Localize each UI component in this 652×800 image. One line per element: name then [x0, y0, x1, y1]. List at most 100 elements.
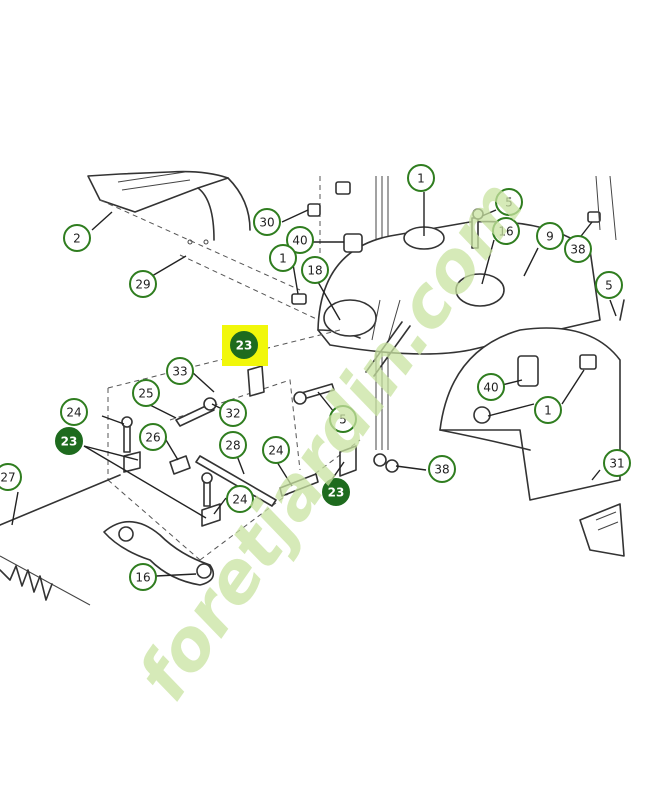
callout-16: 16	[129, 563, 157, 591]
callout-label: 9	[546, 230, 554, 244]
callout-circle	[536, 222, 564, 250]
watermark-text: foretjardin.com	[122, 166, 541, 715]
callout-group: 2 29 30 40 1 18 1 5 16 9 38 5 33 25 32 24 26 28 5 40 1 24 38 27…	[0, 164, 631, 591]
callout-circle	[407, 164, 435, 192]
callout-circle	[477, 373, 505, 401]
callout-circle	[269, 244, 297, 272]
callout-28: 28	[219, 431, 247, 459]
callout-26: 26	[139, 423, 167, 451]
callout-label: 40	[292, 234, 307, 248]
callout-label: 5	[339, 413, 347, 427]
callout-label: 2	[73, 232, 81, 246]
callout-label: 18	[307, 264, 322, 278]
callout-label: 1	[544, 404, 552, 418]
callout-40: 40	[286, 226, 314, 254]
callout-label: 23	[61, 435, 78, 449]
lower-left-deck	[0, 474, 121, 606]
left-deck-housing	[87, 170, 341, 331]
callout-label: 1	[279, 252, 287, 266]
callout-label: 24	[66, 406, 81, 420]
callout-circle	[226, 485, 254, 513]
callout-circle	[129, 563, 157, 591]
main-deck-housing	[317, 220, 601, 377]
callout-circle	[166, 357, 194, 385]
callout-circle	[495, 188, 523, 216]
callout-30: 30	[253, 208, 281, 236]
callout-label: 5	[505, 196, 513, 210]
callout-32: 32	[219, 399, 247, 427]
callout-24: 24	[60, 398, 88, 426]
blade-hardware-assembly	[107, 329, 399, 561]
lower-blade	[103, 520, 215, 586]
callout-circle	[139, 423, 167, 451]
callout-label: 29	[135, 278, 150, 292]
callout-label: 40	[483, 381, 498, 395]
callout-16: 16	[492, 217, 520, 245]
callout-31: 31	[603, 449, 631, 477]
callout-circle	[253, 208, 281, 236]
callout-circle	[63, 224, 91, 252]
callout-2: 2	[63, 224, 91, 252]
callout-circle	[428, 455, 456, 483]
callout-label: 28	[225, 439, 240, 453]
callout-label: 25	[138, 387, 153, 401]
callout-circle	[301, 256, 329, 284]
callout-circle	[322, 478, 350, 506]
callout-label: 1	[417, 172, 425, 186]
callout-circle	[286, 226, 314, 254]
callout-label: 26	[145, 431, 160, 445]
callout-circle	[0, 463, 22, 491]
callout-label: 24	[268, 444, 283, 458]
highlighted-callout-23: 23	[322, 478, 350, 506]
callout-24: 24	[226, 485, 254, 513]
callout-circle	[55, 427, 83, 455]
callout-circle	[329, 405, 357, 433]
callout-circle	[603, 449, 631, 477]
callout-circle	[219, 399, 247, 427]
callout-5: 5	[329, 405, 357, 433]
callout-40: 40	[477, 373, 505, 401]
callout-label: 27	[0, 471, 15, 485]
callout-label: 23	[236, 339, 253, 353]
callout-29: 29	[129, 270, 157, 298]
top-hardware	[291, 175, 617, 305]
callout-circle	[564, 235, 592, 263]
callout-1: 1	[534, 396, 562, 424]
callout-38: 38	[428, 455, 456, 483]
callout-9: 9	[536, 222, 564, 250]
callout-circle	[60, 398, 88, 426]
callout-circle	[534, 396, 562, 424]
highlighted-callout-23: 23	[55, 427, 83, 455]
callout-circle	[595, 271, 623, 299]
callout-label: 23	[328, 486, 345, 500]
callout-label: 33	[172, 365, 187, 379]
callout-5: 5	[495, 188, 523, 216]
callout-1: 1	[269, 244, 297, 272]
callout-label: 30	[259, 216, 274, 230]
callout-label: 38	[570, 243, 585, 257]
callout-circle	[262, 436, 290, 464]
callout-5: 5	[595, 271, 623, 299]
callout-27: 27	[0, 463, 22, 491]
callout-label: 16	[498, 225, 513, 239]
callout-1: 1	[407, 164, 435, 192]
parts-drawing	[0, 170, 625, 606]
callout-24: 24	[262, 436, 290, 464]
callout-label: 5	[605, 279, 613, 293]
callout-33: 33	[166, 357, 194, 385]
callout-25: 25	[132, 379, 160, 407]
callout-label: 38	[434, 463, 449, 477]
callout-label: 16	[135, 571, 150, 585]
highlighted-callout-23: 23	[230, 331, 258, 359]
callout-label: 24	[232, 493, 247, 507]
watermark: foretjardin.com	[122, 166, 541, 715]
callout-label: 31	[609, 457, 624, 471]
callout-38: 38	[564, 235, 592, 263]
callout-circle	[132, 379, 160, 407]
callout-18: 18	[301, 256, 329, 284]
callout-circle	[129, 270, 157, 298]
callout-circle	[219, 431, 247, 459]
right-deck-housing	[439, 299, 625, 557]
callout-circle	[492, 217, 520, 245]
